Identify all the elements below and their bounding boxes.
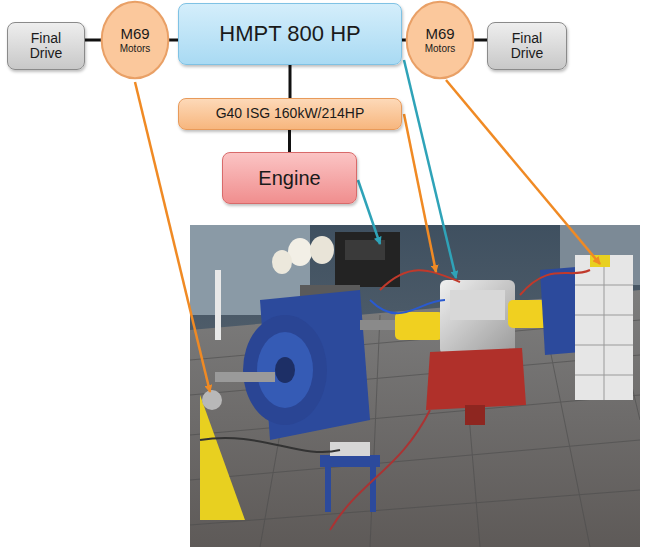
shaft-connector bbox=[85, 39, 101, 42]
engine-box: Engine bbox=[222, 152, 357, 204]
node-label: Engine bbox=[258, 167, 320, 189]
node-label: Final Drive bbox=[14, 31, 78, 62]
transmission-box: HMPT 800 HP bbox=[178, 3, 402, 65]
shaft-connector bbox=[289, 65, 292, 98]
motor-circle: M69Motors bbox=[101, 1, 169, 79]
leader-line bbox=[358, 180, 380, 244]
node-label: M69 bbox=[425, 26, 454, 43]
leader-line bbox=[404, 60, 456, 278]
motor-circle: M69Motors bbox=[406, 1, 474, 79]
node-sublabel: Motors bbox=[120, 43, 151, 54]
final-drive-box: Final Drive bbox=[7, 22, 85, 70]
node-sublabel: Motors bbox=[425, 43, 456, 54]
leader-line bbox=[404, 114, 436, 272]
shaft-connector bbox=[474, 39, 487, 42]
final-drive-box: Final Drive bbox=[487, 22, 567, 70]
node-label: HMPT 800 HP bbox=[219, 22, 360, 46]
node-label: M69 bbox=[120, 26, 149, 43]
node-label: G40 ISG 160kW/214HP bbox=[216, 106, 365, 121]
leader-line bbox=[446, 80, 600, 264]
generator-box: G40 ISG 160kW/214HP bbox=[178, 98, 402, 130]
shaft-connector bbox=[169, 39, 178, 42]
shaft-connector bbox=[288, 130, 291, 152]
shaft-connector bbox=[402, 39, 406, 42]
node-label: Final Drive bbox=[494, 31, 560, 62]
